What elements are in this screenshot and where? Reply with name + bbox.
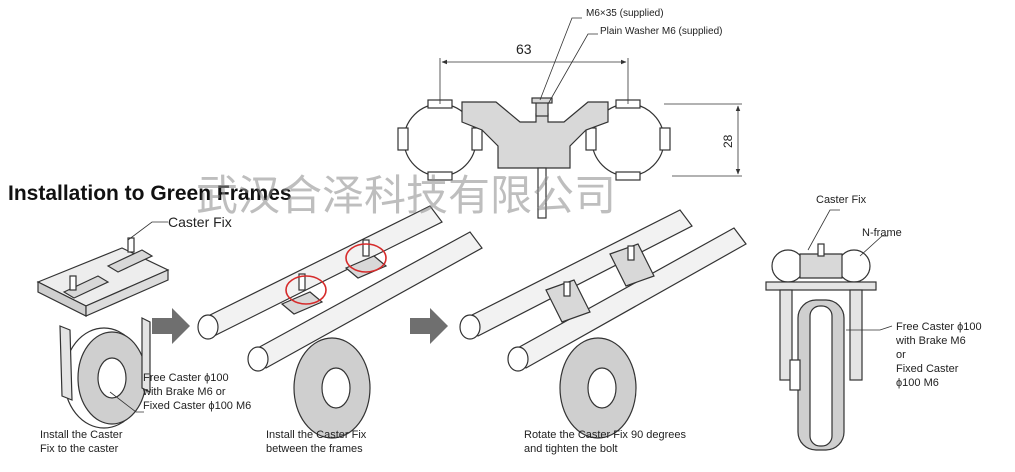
step1-illustration [36, 221, 170, 429]
step3-caption: Rotate the Caster Fix 90 degrees and tig… [524, 429, 689, 455]
side-frame-label: N-frame [862, 227, 902, 239]
step3-illustration [459, 209, 747, 439]
highlight-circle-2 [345, 243, 387, 273]
step1-caster-label: Free Caster ϕ100 with Brake M6 or Fixed … [142, 372, 251, 412]
step-arrow-2 [410, 308, 448, 344]
side-caster-label: Free Caster ϕ100 with Brake M6 or Fixed … [895, 321, 985, 389]
page-title: Installation to Green Frames [8, 182, 292, 205]
height-dimension: 28 [721, 134, 735, 148]
step2-illustration [197, 205, 483, 439]
side-view-illustration [765, 209, 893, 451]
watermark-text: 武汉合泽科技有限公司 [196, 171, 616, 220]
caster-fix-section [461, 101, 609, 169]
highlight-circle-1 [285, 275, 327, 305]
bolt-label: M6×35 (supplied) [586, 8, 664, 19]
width-dimension: 63 [516, 41, 532, 57]
step1-part-label: Caster Fix [168, 214, 232, 230]
step-arrow-1 [152, 308, 190, 344]
step1-caption: Install the Caster Fix to the caster [40, 429, 126, 455]
side-part-label: Caster Fix [816, 194, 867, 206]
step2-caption: Install the Caster Fix between the frame… [266, 429, 369, 455]
washer-label: Plain Washer M6 (supplied) [600, 26, 722, 37]
cross-section-detail [397, 17, 742, 219]
